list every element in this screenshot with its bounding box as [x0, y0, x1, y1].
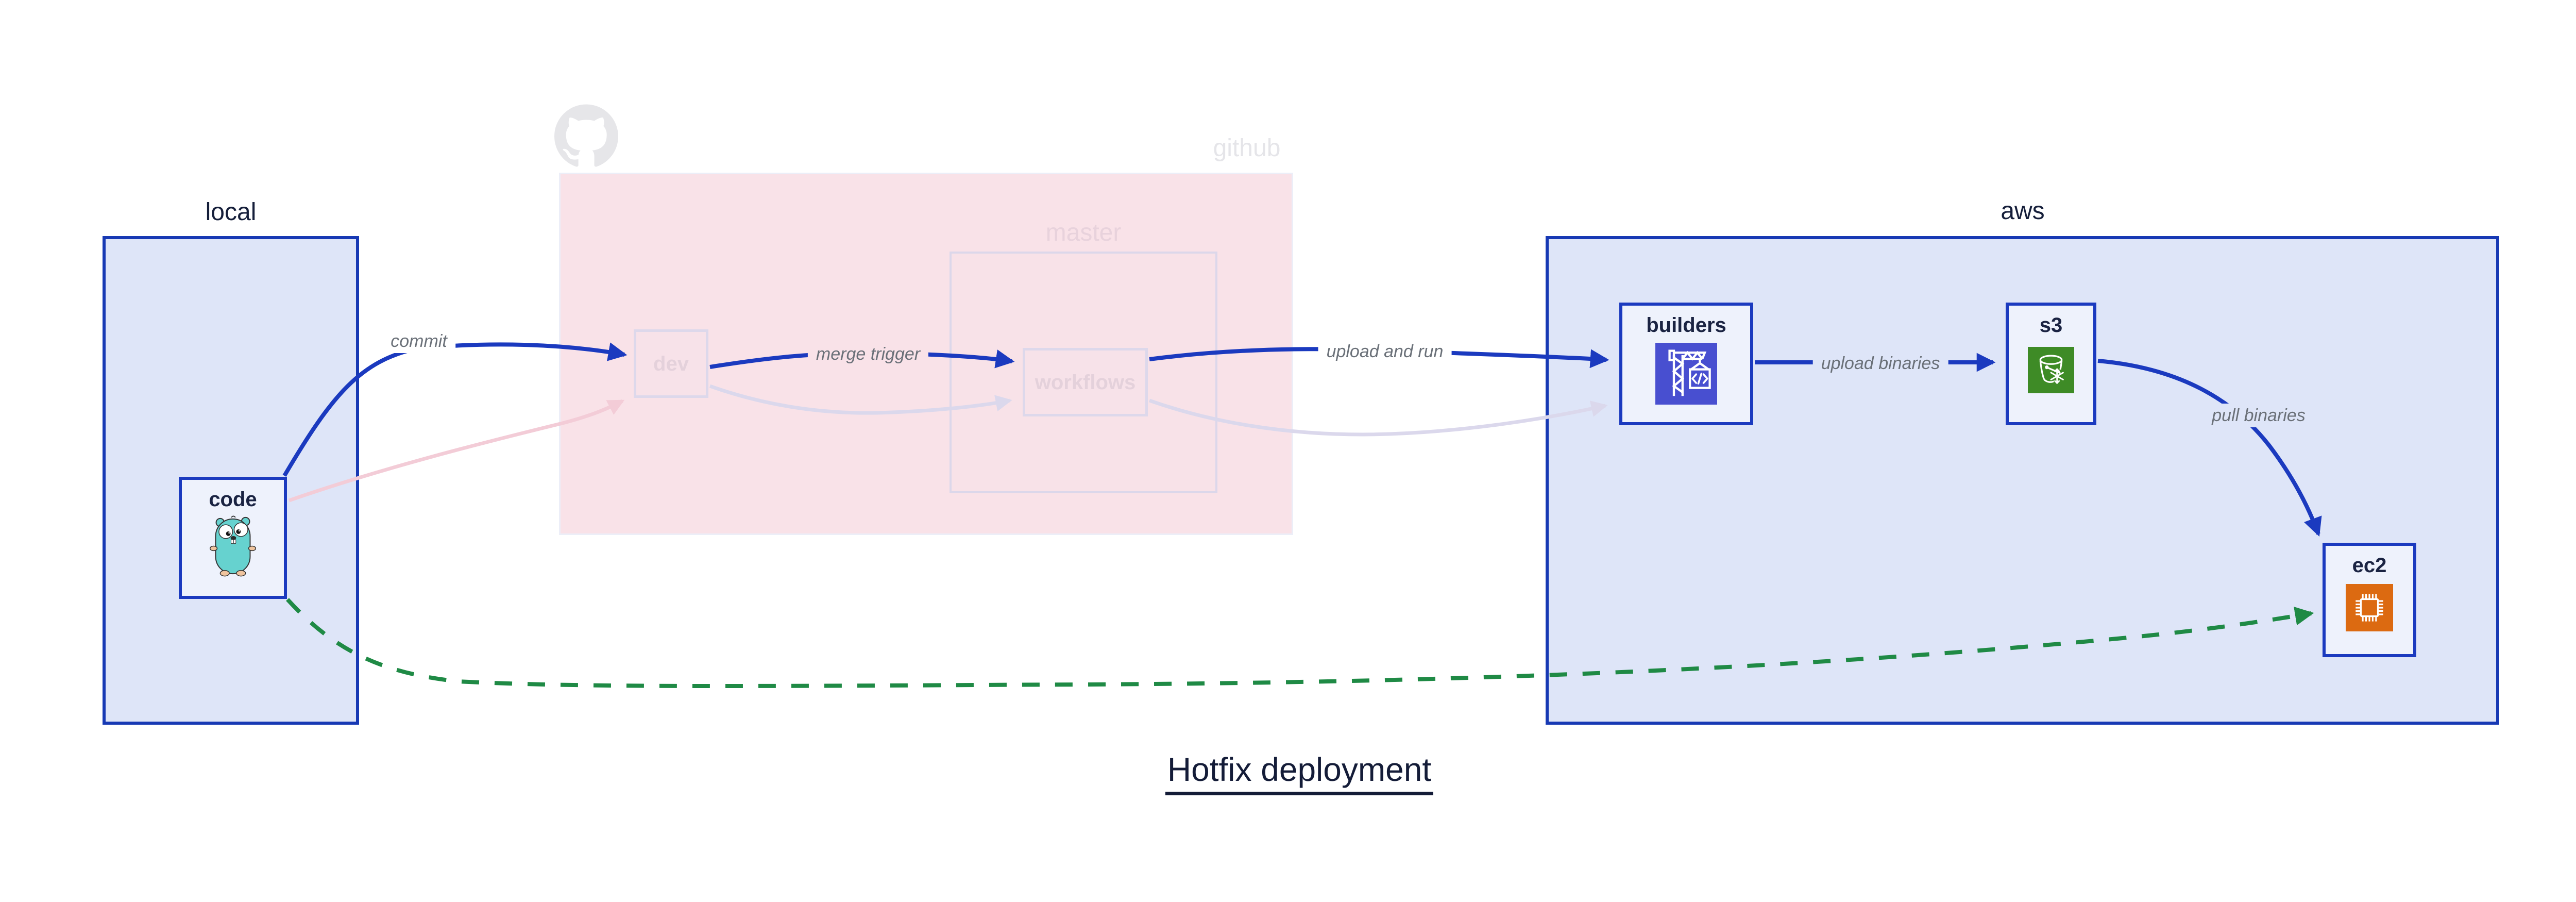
node-builders-label: builders	[1646, 314, 1726, 337]
aws-s3-icon	[2028, 347, 2074, 393]
node-workflows-label: workflows	[1035, 371, 1136, 394]
node-ec2: ec2	[2323, 543, 2416, 657]
group-github-label: github	[1213, 135, 1281, 162]
edge-upload-and-run-label: upload and run	[1318, 340, 1452, 363]
diagram-title: Hotfix deployment	[1165, 751, 1434, 796]
node-s3-label: s3	[2039, 314, 2063, 337]
node-s3: s3	[2006, 303, 2096, 425]
edge-merge-trigger-label: merge trigger	[807, 342, 929, 366]
edge-commit-label: commit	[382, 329, 455, 353]
group-local-label: local	[205, 198, 257, 226]
node-code: code	[179, 477, 287, 599]
aws-codebuild-icon	[1655, 343, 1717, 405]
group-master-label: master	[1045, 219, 1122, 246]
node-workflows: workflows	[1023, 348, 1148, 416]
go-gopher-icon	[209, 515, 257, 577]
aws-ec2-icon	[2346, 584, 2393, 631]
edge-pull-binaries-label: pull binaries	[2204, 404, 2314, 427]
node-ec2-label: ec2	[2352, 554, 2387, 577]
node-code-label: code	[209, 488, 257, 511]
github-logo-icon	[554, 104, 618, 167]
node-builders: builders	[1619, 303, 1753, 425]
edge-upload-binaries-label: upload binaries	[1812, 352, 1948, 375]
node-dev: dev	[634, 329, 708, 398]
node-dev-label: dev	[653, 352, 689, 375]
group-aws-label: aws	[2001, 197, 2045, 225]
